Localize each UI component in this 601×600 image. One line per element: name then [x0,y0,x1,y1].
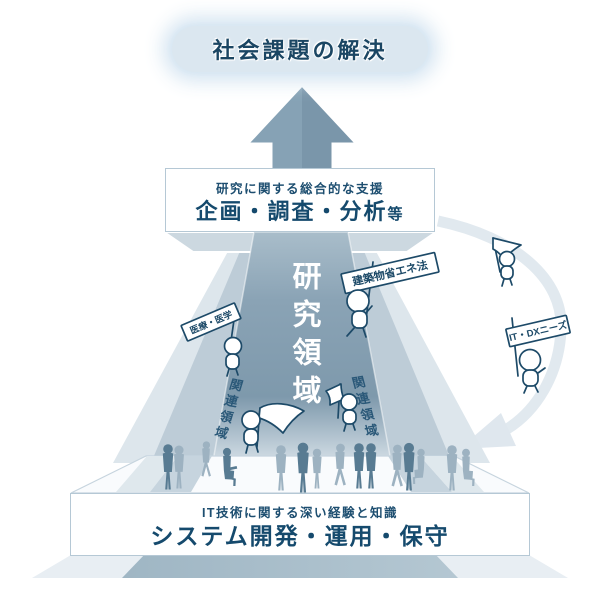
research-area-label: 研究領域 [288,261,320,413]
flag-figure-building: 建築物省エネ法 [340,251,440,338]
support-box-subtitle: 研究に関する総合的な支援 [215,181,384,196]
people-silhouettes [162,441,475,493]
system-box: IT技術に関する深い経験と知識 システム開発・運用・保守 [70,493,530,556]
flag-figure-itdx: IT・DXニーズ [505,314,571,394]
system-box-subtitle: IT技術に関する深い経験と知識 [201,505,399,520]
flag-figure-medical: 医療・医学 [180,302,243,377]
support-box: 研究に関する総合的な支援 企画・調査・分析等 [165,168,435,232]
goal-pill: 社会課題の解決 [172,26,428,72]
flag-figure-pennant-top [492,237,522,287]
flag-figure-wavy-right [325,383,358,432]
base-dark-pedestal [122,553,458,578]
system-box-title: システム開発・運用・保守 [150,522,450,549]
flag-bearers: 医療・医学 建築物省エネ法 [180,237,571,454]
support-box-title: 企画・調査・分析等 [195,198,405,224]
flag-figure-wavy-center [241,402,305,454]
support-box-title-suffix: 等 [387,205,405,223]
